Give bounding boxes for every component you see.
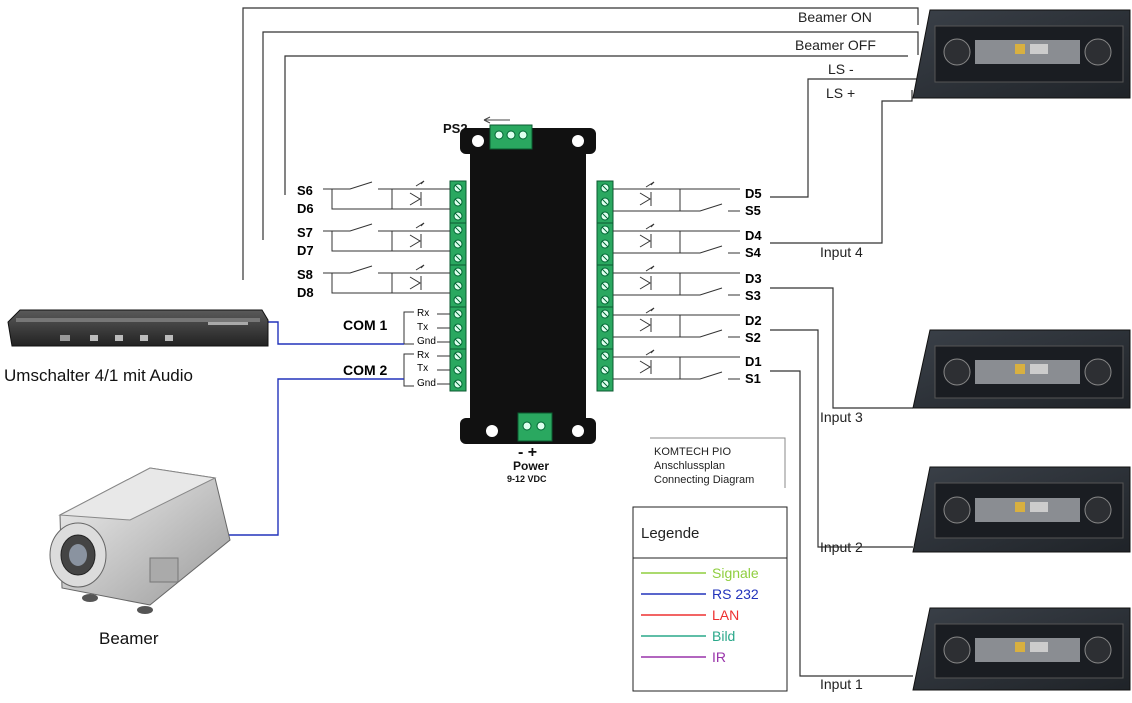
legend-label: LAN: [712, 607, 739, 623]
terminal-s1-label: S1: [745, 371, 761, 386]
legend-title: Legende: [641, 525, 699, 542]
floor-box-input-1: [912, 607, 1131, 691]
legend-item: RS 232: [641, 586, 759, 602]
terminal-d7-label: D7: [297, 243, 314, 258]
floor-box-top: [912, 9, 1131, 99]
signal-wires: [242, 7, 920, 677]
title-block-title-de: Anschlussplan: [654, 460, 725, 472]
terminal-d1-label: D1: [745, 354, 762, 369]
terminal-block-right-5: [596, 348, 614, 392]
power-polarity: - +: [518, 444, 537, 461]
terminal-block-right-3: [596, 264, 614, 308]
terminal-s7-label: S7: [297, 225, 313, 240]
floor-box-input-2: [912, 466, 1131, 553]
terminal-block-left-3: [449, 264, 467, 308]
terminal-block-right-1: [596, 180, 614, 224]
terminal-s3-label: S3: [745, 288, 761, 303]
relay-right-1: [613, 181, 740, 212]
terminal-block-left-4: [449, 306, 467, 350]
com2-gnd: Gnd: [417, 378, 436, 389]
legend-label: Bild: [712, 628, 735, 644]
ls-minus-label: LS -: [828, 61, 854, 77]
com1-label: COM 1: [343, 317, 388, 333]
relay-symbols: [323, 180, 740, 380]
relay-right-2: [613, 223, 740, 254]
power-label: Power: [513, 459, 549, 473]
legend-item: LAN: [641, 607, 739, 623]
terminal-s8-label: S8: [297, 267, 313, 282]
com2-rx: Rx: [417, 350, 429, 361]
relay-right-4: [613, 307, 740, 338]
beamer-on-label: Beamer ON: [798, 9, 872, 25]
beamer-off-label: Beamer OFF: [795, 37, 876, 53]
terminal-block-right-2: [596, 222, 614, 266]
projector-device: [49, 467, 231, 614]
input-2-label: Input 2: [820, 539, 863, 555]
legend-item: Signale: [641, 565, 759, 581]
relay-s7: [323, 222, 450, 252]
title-block-title-en: Connecting Diagram: [654, 474, 754, 486]
com1-tx: Tx: [417, 322, 428, 333]
terminal-block-left-5: [449, 348, 467, 392]
input-1-label: Input 1: [820, 676, 863, 692]
terminal-s4-label: S4: [745, 245, 762, 260]
terminal-s5-label: S5: [745, 203, 761, 218]
com1-rx: Rx: [417, 308, 429, 319]
terminal-d3-label: D3: [745, 271, 762, 286]
legend-label: Signale: [712, 565, 759, 581]
title-block: KOMTECH PIO Anschlussplan Connecting Dia…: [650, 437, 786, 488]
relay-s8: [323, 264, 450, 294]
terminal-d6-label: D6: [297, 201, 314, 216]
terminal-d8-label: D8: [297, 285, 314, 300]
com2-tx: Tx: [417, 363, 428, 374]
terminal-s6-label: S6: [297, 183, 313, 198]
title-block-company: KOMTECH PIO: [654, 446, 731, 458]
beamer-label: Beamer: [99, 629, 159, 648]
com2-label: COM 2: [343, 362, 388, 378]
rs232-wires: [226, 321, 404, 536]
input-3-label: Input 3: [820, 409, 863, 425]
terminal-blocks: [449, 180, 614, 392]
input-4-label: Input 4: [820, 244, 863, 260]
legend-item: Bild: [641, 628, 735, 644]
switcher-label: Umschalter 4/1 mit Audio: [4, 366, 193, 385]
legend-label: IR: [712, 649, 726, 665]
terminal-block-right-4: [596, 306, 614, 350]
terminal-block-left-2: [449, 222, 467, 266]
terminal-block-left-1: [449, 180, 467, 224]
ps2-label: PS2: [443, 121, 468, 136]
floor-box-input-3: [912, 329, 1131, 409]
power-spec-label: 9-12 VDC: [507, 474, 547, 484]
legend-label: RS 232: [712, 586, 759, 602]
io-module: [460, 116, 596, 444]
terminal-s2-label: S2: [745, 330, 761, 345]
ls-plus-label: LS +: [826, 85, 855, 101]
com1-gnd: Gnd: [417, 336, 436, 347]
terminal-d5-label: D5: [745, 186, 762, 201]
com-brackets: [403, 311, 450, 387]
terminal-d4-label: D4: [745, 228, 762, 243]
relay-right-3: [613, 265, 740, 296]
terminal-d2-label: D2: [745, 313, 762, 328]
relay-right-5: [613, 349, 740, 380]
relay-s6: [323, 180, 450, 210]
av-switcher-device: [7, 309, 269, 347]
legend-item: IR: [641, 649, 726, 665]
